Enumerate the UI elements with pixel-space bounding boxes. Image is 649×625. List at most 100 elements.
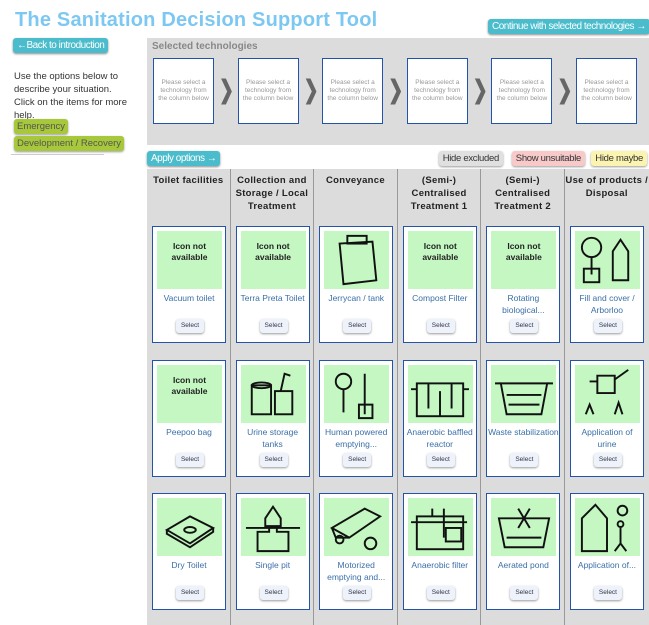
page-title: The Sanitation Decision Support Tool (15, 9, 378, 31)
technology-name[interactable]: Anaerobic filter (411, 560, 469, 570)
selected-slot[interactable]: Please select a technology from the colu… (237, 58, 299, 124)
select-button[interactable]: Select (259, 586, 288, 600)
technology-name[interactable]: Urine storage tanks (247, 426, 299, 449)
technology-name[interactable]: Compost Filter (412, 293, 468, 303)
select-button[interactable]: Select (176, 586, 204, 600)
technology-name[interactable]: Aerated pond (497, 560, 549, 570)
technology-name[interactable]: Application of... (577, 560, 637, 570)
technology-card[interactable]: Motorized emptying and... Select (319, 493, 394, 610)
select-button[interactable]: Select (259, 319, 288, 333)
chevron-right-icon: ❯ (472, 75, 488, 104)
select-button[interactable]: Select (510, 319, 539, 333)
select-button[interactable]: Select (593, 319, 622, 333)
back-to-introduction-button[interactable]: ←Back to introduction (13, 38, 109, 53)
select-button[interactable]: Select (426, 452, 455, 467)
intro-text: Use the options below to describe your s… (14, 71, 127, 121)
technology-name[interactable]: Fill and cover / Arborloo (579, 293, 635, 315)
selected-slot[interactable]: Please select a technology from the colu… (576, 58, 637, 124)
option-emergency[interactable]: Emergency (14, 119, 69, 134)
chevron-right-icon: ❯ (219, 75, 235, 104)
continue-button[interactable]: Continue with selected technologies → (488, 19, 649, 34)
technology-name[interactable]: Vacuum toilet (163, 293, 215, 303)
icon-not-available: Icon not available (240, 231, 306, 289)
select-button[interactable]: Select (176, 319, 204, 333)
selected-slot[interactable]: Please select a technology from the colu… (406, 58, 468, 124)
select-button[interactable]: Select (343, 452, 372, 467)
chevron-right-icon: ❯ (557, 75, 573, 104)
apply-options-button[interactable]: Apply options → (147, 151, 221, 166)
anaerobic-filter-icon (407, 498, 473, 556)
technology-name[interactable]: Anaerobic baffled reactor (406, 426, 473, 449)
select-button[interactable]: Select (510, 586, 539, 600)
dry-toilet-icon (157, 498, 222, 556)
show-unsuitable-button[interactable]: Show unsuitable (511, 151, 585, 166)
option-development-recovery[interactable]: Development / Recovery (14, 136, 125, 151)
select-button[interactable]: Select (259, 452, 288, 467)
column-1: Collection and Storage / Local Treatment… (231, 169, 315, 625)
technology-name[interactable]: Waste stabilization (488, 426, 559, 437)
aerated-pond-icon (491, 498, 557, 556)
chevron-right-icon: ❯ (303, 75, 319, 104)
technology-card[interactable]: Human powered emptying... Select (319, 359, 394, 477)
hide-maybe-button[interactable]: Hide maybe (591, 151, 647, 166)
technology-name[interactable]: Terra Preta Toilet (240, 293, 305, 303)
technology-name[interactable]: Application of urine (581, 426, 633, 449)
select-button[interactable]: Select (510, 452, 539, 467)
selected-technologies-panel: Selected technologies Please select a te… (147, 38, 649, 145)
watering-can-icon (574, 364, 640, 423)
selected-slot[interactable]: Please select a technology from the colu… (491, 58, 553, 124)
human-emptying-icon (324, 364, 390, 423)
select-button[interactable]: Select (343, 319, 372, 333)
selected-slot[interactable]: Please select a technology from the colu… (153, 58, 214, 124)
icon-not-available: Icon not available (407, 231, 473, 289)
urine-tank-icon (240, 364, 306, 423)
select-button[interactable]: Select (593, 452, 622, 467)
select-button[interactable]: Select (593, 586, 622, 600)
selected-technologies-title: Selected technologies (152, 41, 258, 52)
column-header: Collection and Storage / Local Treatment (235, 175, 309, 212)
select-button[interactable]: Select (426, 586, 455, 600)
technology-name[interactable]: Jerrycan / tank (328, 293, 385, 303)
selected-slot[interactable]: Please select a technology from the colu… (322, 58, 384, 124)
jerrycan-icon (324, 231, 390, 289)
technology-name[interactable]: Human powered emptying... (325, 426, 388, 449)
select-button[interactable]: Select (426, 319, 455, 333)
technology-name[interactable]: Dry Toilet (171, 560, 207, 570)
icon-not-available: Icon not available (157, 231, 222, 289)
technology-card[interactable]: Application of... Select (569, 493, 644, 610)
application-icon (574, 498, 640, 556)
technology-name[interactable]: Rotating biological... (502, 293, 545, 315)
technology-name[interactable]: Peepoo bag (166, 426, 212, 437)
icon-not-available: Icon not available (157, 364, 222, 423)
hide-excluded-button[interactable]: Hide excluded (438, 151, 503, 166)
technology-name[interactable]: Single pit (255, 560, 291, 570)
column-header: Conveyance (325, 175, 385, 186)
baffled-reactor-icon (407, 364, 473, 423)
technology-name[interactable]: Motorized emptying and... (327, 560, 386, 582)
select-button[interactable]: Select (343, 586, 372, 600)
select-button[interactable]: Select (176, 452, 204, 467)
single-pit-icon (240, 498, 306, 556)
icon-not-available: Icon not available (491, 231, 557, 289)
column-header: Toilet facilities (153, 175, 224, 186)
column-header: (Semi-) Centralised Treatment 1 (410, 175, 468, 212)
